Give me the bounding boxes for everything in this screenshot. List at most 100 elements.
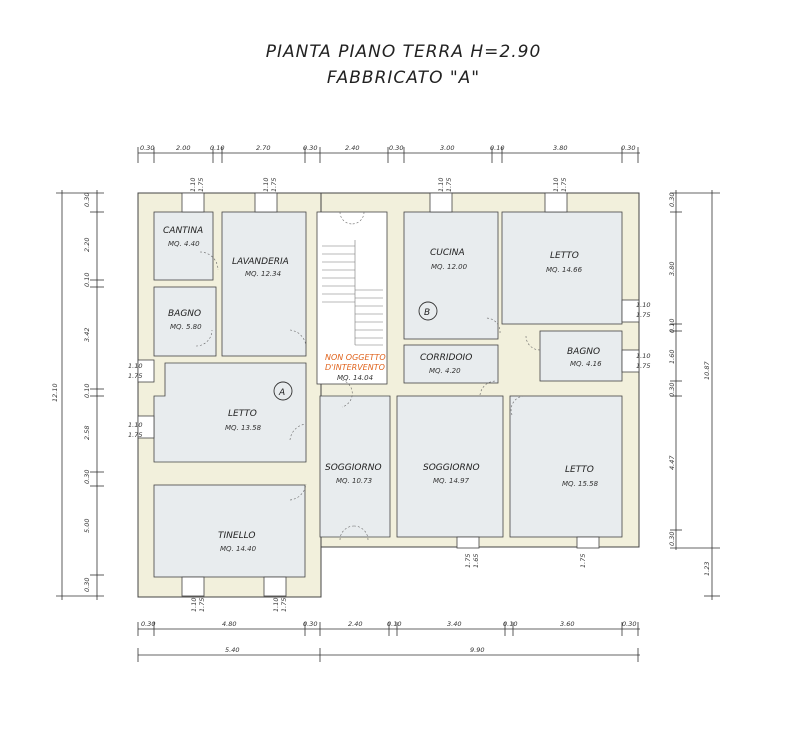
room-area-soggiorno-a: MQ. 10.73 bbox=[336, 477, 372, 485]
room-name-corridoio: CORRIDOIO bbox=[420, 353, 472, 363]
dim-top-1: 0.30 bbox=[140, 144, 154, 152]
win-label-b4b: 1.75 bbox=[579, 554, 587, 568]
room-name-letto-b2: LETTO bbox=[565, 465, 594, 475]
dim-bottom-8: 3.60 bbox=[560, 620, 574, 628]
title-line-2: FABBRICATO "A" bbox=[326, 68, 481, 88]
win-label-r1b: 1.75 bbox=[636, 311, 650, 319]
win-label-2b: 1.75 bbox=[270, 178, 278, 192]
win-label-b2b: 1.75 bbox=[280, 598, 288, 612]
note-line-1: NON OGGETTO bbox=[325, 353, 386, 362]
dim-left-3: 0.10 bbox=[83, 273, 91, 287]
win-label-1a: 1.10 bbox=[189, 178, 197, 192]
room-cucina bbox=[403, 211, 499, 340]
note-line-2: D'INTERVENTO bbox=[325, 363, 385, 372]
dim-right-7: 0.30 bbox=[668, 532, 676, 546]
dim-top-3: 0.10 bbox=[210, 144, 224, 152]
dimension-text-left: 0.30 2.20 0.10 3.42 0.10 2.58 0.30 5.00 … bbox=[51, 193, 91, 592]
win-label-r2b: 1.75 bbox=[636, 362, 650, 370]
building bbox=[137, 192, 640, 598]
dim-top-9: 0.10 bbox=[490, 144, 504, 152]
dim-left-total: 12.10 bbox=[51, 383, 59, 402]
win-label-b3a: 1.65 bbox=[472, 554, 480, 568]
room-area-bagno-b: MQ. 4.16 bbox=[570, 360, 602, 368]
dim-bottom-1: 0.30 bbox=[141, 620, 155, 628]
unit-marker-a: A bbox=[273, 381, 293, 401]
dim-right-1: 0.30 bbox=[668, 193, 676, 207]
room-name-soggiorno-a: SOGGIORNO bbox=[325, 463, 382, 473]
win-label-l1b: 1.75 bbox=[128, 372, 142, 380]
room-area-corridoio: MQ. 4.20 bbox=[429, 367, 461, 375]
win-label-l2b: 1.75 bbox=[128, 431, 142, 439]
room-labels: CANTINA MQ. 4.40 LAVANDERIA MQ. 12.34 BA… bbox=[163, 226, 602, 553]
dim-bottom-4: 2.40 bbox=[348, 620, 362, 628]
win-label-3a: 1.10 bbox=[437, 178, 445, 192]
dim-left-6: 2.58 bbox=[83, 426, 91, 440]
win-label-1b: 1.75 bbox=[197, 178, 205, 192]
win-label-3b: 1.75 bbox=[445, 178, 453, 192]
window-labels: 1.10 1.75 1.10 1.75 1.10 1.75 1.10 1.75 … bbox=[128, 178, 650, 612]
win-label-r2a: 1.10 bbox=[636, 352, 650, 360]
dim-top-11: 0.30 bbox=[621, 144, 635, 152]
dim-right-2: 3.80 bbox=[668, 262, 676, 276]
room-area-tinello: MQ. 14.40 bbox=[220, 545, 257, 553]
dimension-text-bottom: 0.30 4.80 0.30 2.40 0.10 3.40 0.10 3.60 … bbox=[141, 620, 636, 654]
dim-left-2: 2.20 bbox=[83, 238, 91, 252]
win-label-b2a: 1.10 bbox=[272, 598, 280, 612]
room-area-letto-a: MQ. 13.58 bbox=[225, 424, 262, 432]
dimension-lines bbox=[56, 147, 720, 662]
dim-bottom-total-2: 9.90 bbox=[470, 646, 484, 654]
room-name-soggiorno-b: SOGGIORNO bbox=[423, 463, 480, 473]
room-cantina bbox=[153, 211, 214, 281]
room-area-lavanderia: MQ. 12.34 bbox=[245, 270, 281, 278]
room-name-cucina: CUCINA bbox=[430, 248, 465, 258]
dim-right-5: 0.30 bbox=[668, 383, 676, 397]
room-bagno-a bbox=[153, 286, 217, 357]
room-soggiorno-b bbox=[396, 395, 504, 538]
room-area-soggiorno-b: MQ. 14.97 bbox=[433, 477, 470, 485]
windows bbox=[137, 192, 640, 597]
dim-right-3: 0.10 bbox=[668, 319, 676, 333]
dim-top-10: 3.80 bbox=[553, 144, 567, 152]
room-lavanderia bbox=[221, 211, 307, 357]
dim-left-5: 0.10 bbox=[83, 384, 91, 398]
room-bagno-b bbox=[539, 330, 623, 382]
room-name-tinello: TINELLO bbox=[218, 531, 255, 541]
dim-bottom-9: 0.30 bbox=[622, 620, 636, 628]
room-soggiorno-a bbox=[319, 395, 391, 538]
dim-left-7: 0.30 bbox=[83, 470, 91, 484]
dim-bottom-7: 0.10 bbox=[503, 620, 517, 628]
room-area-letto-b2: MQ. 15.58 bbox=[562, 480, 599, 488]
room-name-letto-a: LETTO bbox=[228, 409, 257, 419]
room-area-letto-b1: MQ. 14.66 bbox=[546, 266, 583, 274]
unit-label-a: A bbox=[278, 388, 285, 398]
unit-label-b: B bbox=[424, 308, 430, 318]
room-letto-b2 bbox=[509, 395, 623, 538]
win-label-4b: 1.75 bbox=[560, 178, 568, 192]
win-label-r1a: 1.10 bbox=[636, 301, 650, 309]
dim-bottom-2: 4.80 bbox=[222, 620, 236, 628]
win-label-l2a: 1.10 bbox=[128, 421, 142, 429]
dim-top-7: 0.30 bbox=[389, 144, 403, 152]
dimension-text-right: 0.30 3.80 0.10 1.60 0.30 4.47 0.30 10.87… bbox=[668, 193, 711, 576]
room-name-cantina: CANTINA bbox=[163, 226, 203, 236]
room-area-bagno-a: MQ. 5.80 bbox=[170, 323, 202, 331]
room-letto-b1 bbox=[501, 211, 623, 325]
room-area-cantina: MQ. 4.40 bbox=[168, 240, 200, 248]
room-tinello bbox=[153, 484, 306, 578]
room-area-cucina: MQ. 12.00 bbox=[431, 263, 468, 271]
win-label-2a: 1.10 bbox=[262, 178, 270, 192]
win-label-b1b: 1.75 bbox=[198, 598, 206, 612]
dim-top-5: 0.30 bbox=[303, 144, 317, 152]
win-label-b3b: 1.75 bbox=[464, 554, 472, 568]
room-name-lavanderia: LAVANDERIA bbox=[232, 257, 289, 267]
dim-top-6: 2.40 bbox=[345, 144, 359, 152]
win-label-4a: 1.10 bbox=[552, 178, 560, 192]
dim-bottom-5: 0.10 bbox=[387, 620, 401, 628]
win-label-l1a: 1.10 bbox=[128, 362, 142, 370]
title-line-1: PIANTA PIANO TERRA H=2.90 bbox=[265, 42, 542, 62]
room-area-scala: MQ. 14.04 bbox=[337, 374, 373, 382]
dim-top-4: 2.70 bbox=[256, 144, 270, 152]
dim-right-total: 10.87 bbox=[703, 361, 711, 380]
room-name-bagno-b: BAGNO bbox=[567, 347, 600, 357]
